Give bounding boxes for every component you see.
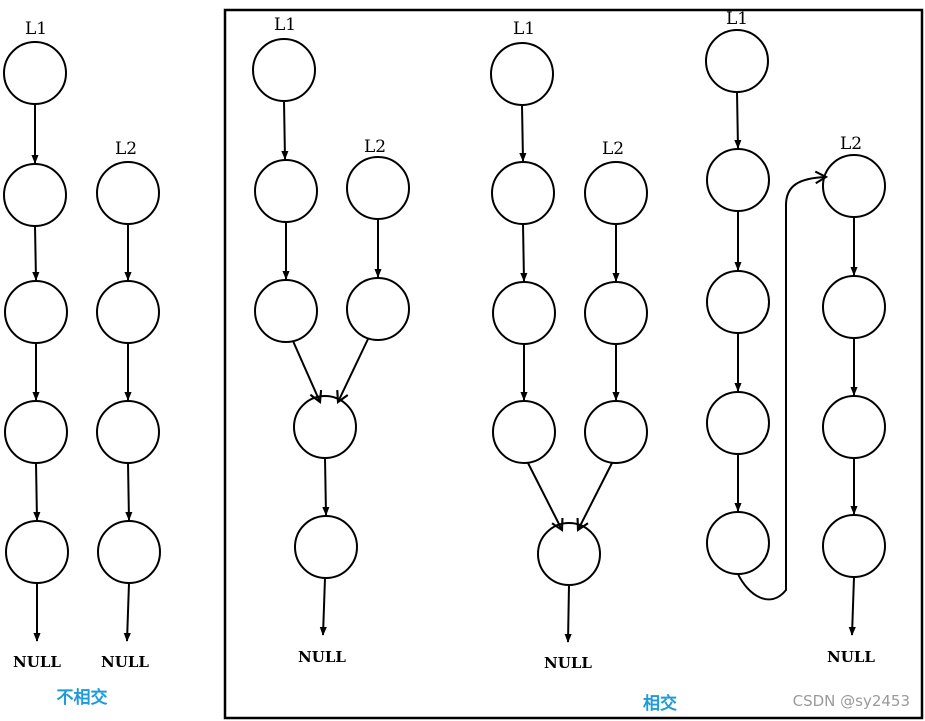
null-label: NULL xyxy=(101,653,149,671)
node xyxy=(537,522,601,586)
pointer-arrow xyxy=(123,582,131,642)
list1-label: L1 xyxy=(25,19,47,39)
node xyxy=(294,515,358,579)
intersect-frame xyxy=(223,8,924,720)
null-label: NULL xyxy=(827,648,875,666)
node xyxy=(346,277,410,341)
case-intersect-y-shape: L1 L2 NULL xyxy=(252,15,410,666)
node xyxy=(492,281,556,345)
caption-not-intersect: 不相交 xyxy=(57,687,108,708)
node xyxy=(822,154,886,218)
node xyxy=(96,400,160,464)
node xyxy=(252,38,316,102)
node xyxy=(706,511,770,575)
pointer-arrow xyxy=(319,577,327,636)
list2-label: L2 xyxy=(840,134,862,154)
case-intersect-tail: L1 L2 NULL xyxy=(490,19,648,672)
node xyxy=(584,161,648,225)
caption-intersect: 相交 xyxy=(643,693,677,714)
node xyxy=(293,395,357,459)
node xyxy=(584,281,648,345)
pointer-arrow xyxy=(32,225,40,281)
node xyxy=(5,520,69,584)
node xyxy=(96,280,160,344)
pointer-arrow xyxy=(520,223,528,282)
node xyxy=(346,156,410,220)
node xyxy=(491,161,555,225)
list2-label: L2 xyxy=(115,139,137,159)
null-label: NULL xyxy=(544,654,592,672)
node xyxy=(4,400,68,464)
node xyxy=(584,400,648,464)
list2-label: L2 xyxy=(364,137,386,157)
node xyxy=(3,163,67,227)
node xyxy=(254,159,318,223)
pointer-arrow xyxy=(734,91,742,149)
node xyxy=(4,280,68,344)
tail-to-head-arrow xyxy=(737,170,829,601)
list1-label: L1 xyxy=(726,9,748,29)
node xyxy=(822,275,886,339)
pointer-arrow xyxy=(292,340,323,404)
watermark: CSDN @sy2453 xyxy=(793,692,910,710)
node xyxy=(822,514,886,578)
node xyxy=(706,148,770,212)
node xyxy=(705,29,769,93)
node xyxy=(254,279,318,343)
pointer-arrow xyxy=(576,462,613,532)
pointer-arrow xyxy=(519,104,527,162)
pointer-arrow xyxy=(281,100,289,160)
node xyxy=(492,400,556,464)
pointer-arrow xyxy=(33,462,41,521)
null-label: NULL xyxy=(298,648,346,666)
list2-label: L2 xyxy=(602,139,624,159)
node xyxy=(706,270,770,334)
pointer-arrow xyxy=(527,462,564,532)
pointer-arrow xyxy=(336,338,369,404)
node xyxy=(490,42,554,106)
case-not-intersecting: L1 L2 NULL NULL 不相交 xyxy=(3,19,161,708)
list1-label: L1 xyxy=(274,15,296,35)
pointer-arrow xyxy=(848,576,856,636)
pointer-arrow xyxy=(125,462,133,521)
pointer-arrow xyxy=(564,584,572,643)
node xyxy=(96,161,160,225)
node xyxy=(3,41,67,105)
pointer-arrow xyxy=(322,457,330,516)
node xyxy=(97,520,161,584)
list1-label: L1 xyxy=(513,19,535,39)
case-intersect-tail-to-head: L1 L2 NULL xyxy=(705,9,886,666)
node xyxy=(822,395,886,459)
null-label: NULL xyxy=(13,653,61,671)
node xyxy=(706,391,770,455)
